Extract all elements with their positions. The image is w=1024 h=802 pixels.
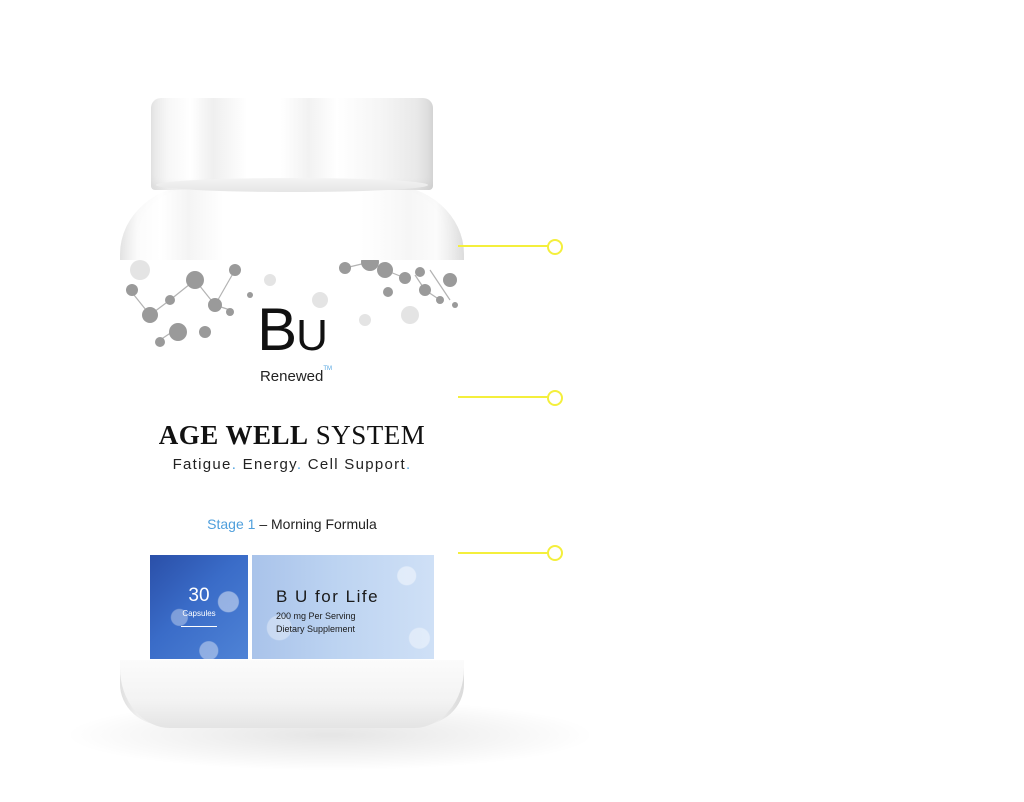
product-line-name: B U for Life: [276, 587, 380, 606]
brand-mark-b: B: [257, 296, 297, 363]
tagline-item: Fatigue: [172, 456, 232, 473]
brand-logo: BU RenewedTM: [120, 300, 464, 386]
tagline-dot: .: [296, 456, 303, 473]
molecule-pattern-icon: [126, 260, 458, 347]
title-regular: SYSTEM: [315, 420, 426, 450]
product-info-panel: B U for Life 200 mg Per Serving Dietary …: [252, 555, 434, 659]
product-title: AGE WELL SYSTEM: [120, 420, 464, 451]
stage-label: Stage 1: [207, 516, 256, 532]
brand-subtitle: RenewedTM: [124, 366, 468, 385]
dosage-text: 200 mg Per Serving: [276, 611, 356, 621]
bottle-cap: [151, 98, 433, 190]
callout-hotspot-panel[interactable]: [547, 545, 563, 561]
capsule-count-panel: 30 Capsules: [150, 555, 248, 659]
capsule-count: 30: [188, 585, 210, 606]
divider-rule: [181, 626, 217, 627]
callout-line-label: [458, 396, 548, 398]
title-bold: AGE WELL: [158, 420, 309, 450]
tagline-item: Energy: [242, 456, 297, 473]
brand-mark: BU: [120, 300, 464, 366]
callout-line-panel: [458, 552, 548, 554]
stage-description: – Morning Formula: [259, 516, 377, 532]
tagline-dot: .: [231, 456, 238, 473]
bottle-label: BU RenewedTM AGE WELL SYSTEM Fatigue. En…: [120, 260, 464, 660]
bottle-cap-rim: [156, 178, 428, 192]
callout-hotspot-label[interactable]: [547, 390, 563, 406]
tagline-dot: .: [405, 456, 412, 473]
bottle-base: [120, 660, 464, 728]
stage-line: Stage 1 – Morning Formula: [120, 516, 464, 532]
callout-hotspot-cap[interactable]: [547, 239, 563, 255]
tagline-item: Cell Support: [307, 456, 406, 473]
trademark-symbol: TM: [323, 366, 333, 372]
product-tagline: Fatigue. Energy. Cell Support.: [120, 456, 464, 473]
capsule-unit: Capsules: [182, 609, 216, 618]
brand-subtitle-text: Renewed: [259, 368, 324, 385]
callout-line-cap: [458, 245, 548, 247]
category-text: Dietary Supplement: [276, 624, 356, 634]
brand-mark-u: U: [296, 311, 328, 360]
